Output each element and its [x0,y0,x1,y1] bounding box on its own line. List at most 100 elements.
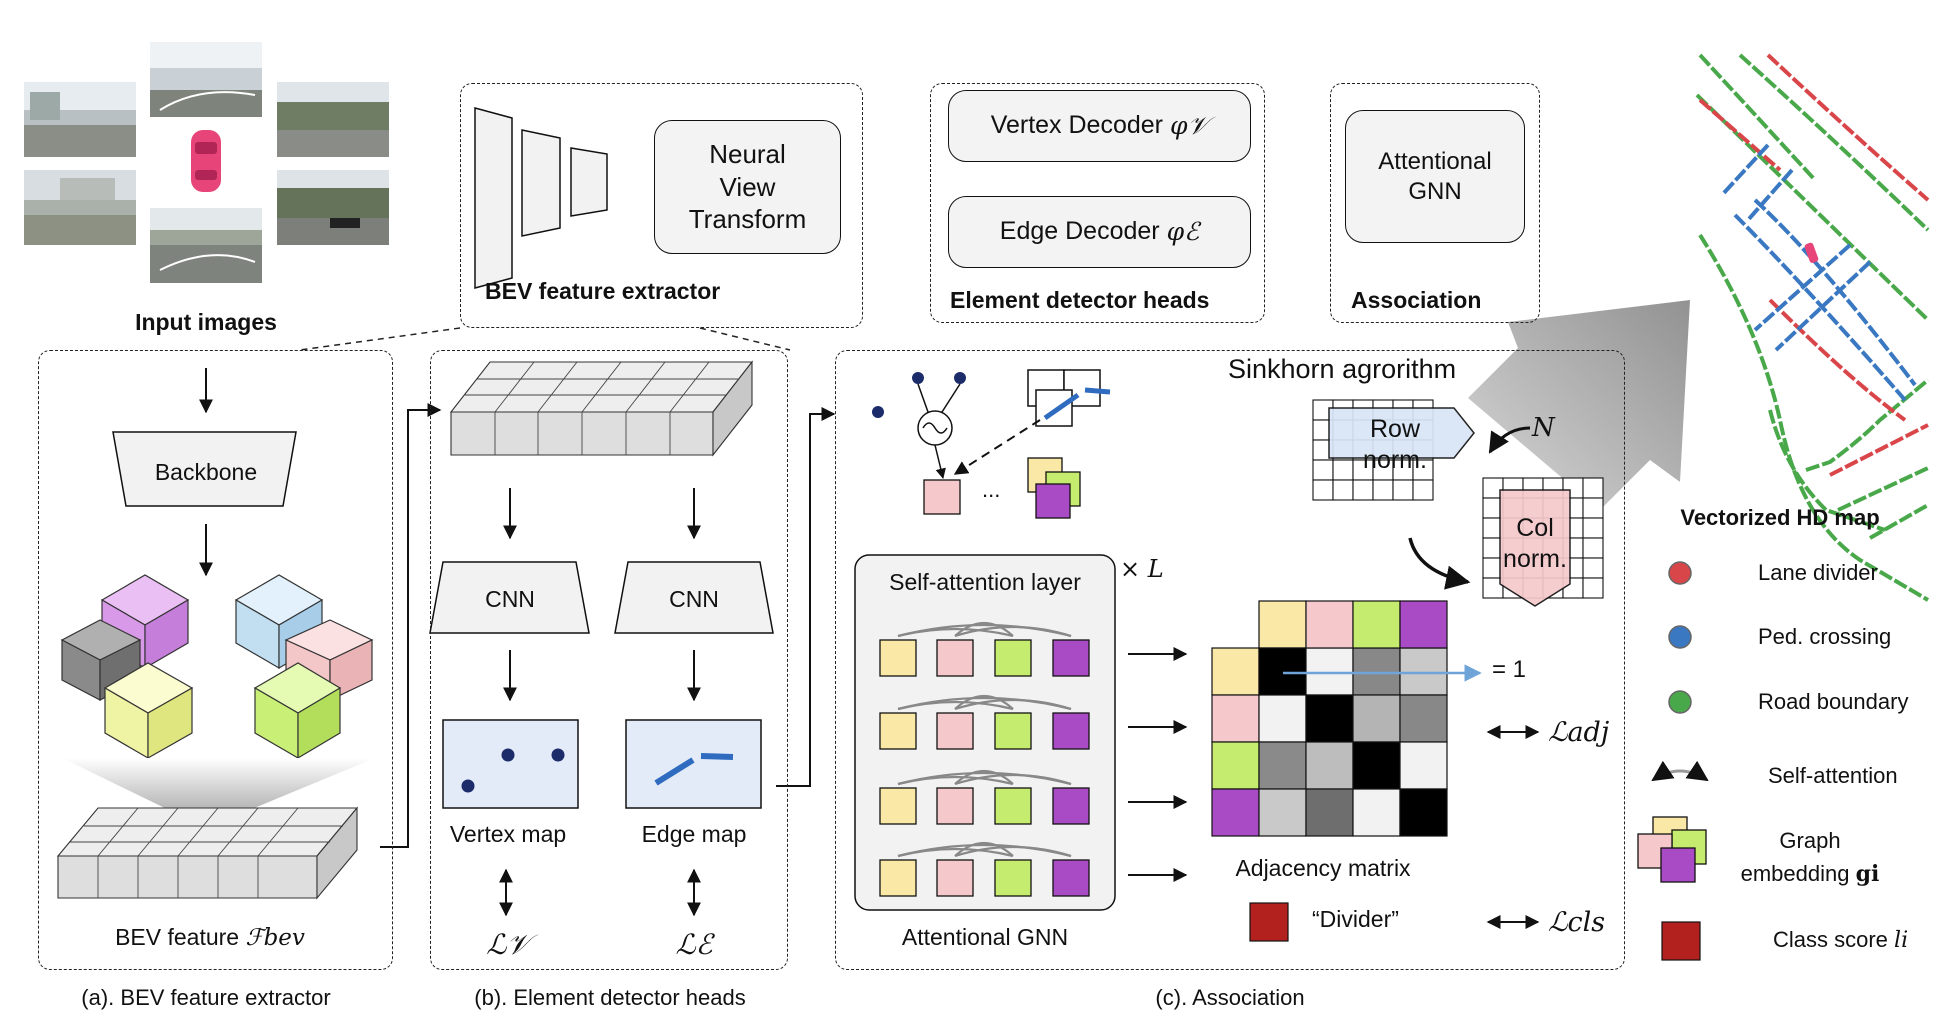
graph-node [936,639,974,677]
graph-node [1052,712,1090,750]
camera-image-back-right [277,170,389,245]
class-loss: ℒcls [1548,907,1606,938]
matrix-header-cell [1211,741,1260,790]
cnn-left-label: CNN [485,586,535,612]
panel-a-caption: (a). BEV feature extractor [81,985,331,1010]
bev-feature-symbol: ℱbev [245,925,305,951]
edge-map [625,719,762,809]
vectorized-hd-map [1695,53,1930,602]
graph-node [936,859,974,897]
vertex-decoder-label: Vertex Decoder [990,111,1164,140]
graph-embedding-line: Graph [1779,828,1841,853]
matrix-header-cell [1258,600,1307,649]
attentional-gnn-label: Attentional GNN [901,924,1069,950]
bev-feature-label: BEV feature [115,924,240,950]
gnn-line: GNN [1408,177,1462,205]
matrix-cell [1399,741,1448,790]
attentional-gnn-top-box: Attentional GNN [1345,110,1525,243]
matrix-cell [1305,647,1354,696]
class-score-marker [1661,921,1701,961]
panel-c-caption: (c). Association [1155,985,1305,1010]
adjacency-matrix-label: Adjacency matrix [1235,855,1411,881]
camera-image-front-left [24,82,136,157]
graph-node [936,787,974,825]
divider-label: “Divider” [1312,906,1399,932]
graph-node [879,787,917,825]
input-images-label: Input images [135,309,277,335]
panel-a-frame [38,350,393,970]
legend-self-attention: Self-attention [1768,763,1898,788]
vertex-decoder-symbol: φ𝒱 [1169,111,1209,141]
nvt-line: View [719,171,776,202]
bev-extractor-group [460,83,863,328]
edge-segment [654,757,695,786]
backbone-label: Backbone [154,459,258,485]
camera-image-front [150,42,262,117]
vertex-decoder-box: Vertex Decoder φ𝒱 [948,90,1251,162]
legend-lane-divider: Lane divider [1758,560,1878,585]
vertex-loss: ℒ𝒱 [486,928,530,961]
graph-node [994,859,1032,897]
graph-node [879,712,917,750]
nvt-line: Transform [688,204,807,235]
matrix-cell [1352,741,1401,790]
feature-cube-gray [60,619,142,701]
lane-divider-marker [1668,561,1692,585]
vertex-map [442,719,579,809]
ped-crossing-marker [1668,625,1692,649]
equals-one-label: = 1 [1492,656,1527,683]
bev-feature-grid-b [449,360,754,457]
projection-funnel [62,758,375,828]
col-norm-shape [1499,489,1571,607]
divider-class-square [1249,902,1289,942]
edge-loss: ℒℰ [675,928,713,961]
camera-image-back-left [24,170,136,245]
graph-node [879,859,917,897]
panel-b-frame [430,350,788,970]
bev-feature-caption: BEV feature ℱbev [115,924,305,951]
graph-embedding-marker [1637,816,1707,883]
bev-extractor-title: BEV feature extractor [485,278,721,304]
matrix-cell [1258,647,1307,696]
matrix-cell [1305,788,1354,837]
legend-ped-crossing: Ped. crossing [1758,624,1892,649]
row-norm-label: Row norm. [1363,414,1427,477]
matrix-cell [1258,694,1307,743]
self-attention-arc [954,770,1014,785]
class-score-label: Class score [1773,927,1888,952]
cnn-trapezoid-right [614,561,774,634]
road-boundary-marker [1668,690,1692,714]
association-title: Association [1351,287,1482,313]
panel-c-frame [835,350,1625,970]
vertex-dot [501,748,515,762]
panel-b-caption: (b). Element detector heads [474,985,746,1010]
attention-rows [879,622,1090,897]
gnn-line: Attentional [1378,147,1492,175]
graph-node [1052,859,1090,897]
self-attention-arc [954,622,1014,637]
nvt-line: Neural [709,139,786,170]
sinkhorn-title: Sinkhorn agrorithm [1228,354,1457,384]
row-norm-shape [1328,407,1475,459]
map-title: Vectorized HD map [1680,505,1880,530]
edge-segment [700,753,734,760]
col-norm-label: Col norm. [1503,513,1567,576]
self-attention-box [854,554,1116,911]
graph-node [879,639,917,677]
self-attention-layer-title: Self-attention layer [889,569,1081,595]
camera-image-back [150,208,262,283]
graph-node [1052,639,1090,677]
class-score-symbol: li [1894,928,1909,953]
matrix-cell [1352,788,1401,837]
adjacency-matrix [1211,600,1448,837]
edge-decoder-symbol: φℰ [1166,217,1200,247]
cnn-trapezoid-left [429,561,590,634]
output-arrow [1468,300,1690,510]
self-attention-arc [897,623,1072,638]
element-heads-title: Element detector heads [950,287,1210,313]
self-attention-arc [954,695,1014,710]
matrix-cell [1399,694,1448,743]
feature-cube-yellow [103,662,194,760]
edge-map-label: Edge map [641,821,747,847]
